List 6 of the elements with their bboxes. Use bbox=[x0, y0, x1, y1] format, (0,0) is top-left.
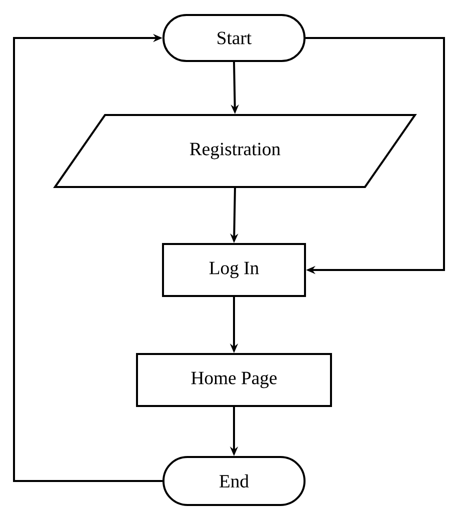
process-box: Home Page bbox=[136, 353, 332, 407]
arrow bbox=[306, 37, 445, 274]
terminator: End bbox=[162, 456, 306, 506]
process-box: Log In bbox=[162, 243, 306, 297]
arrow bbox=[13, 34, 162, 482]
terminator: Start bbox=[162, 14, 306, 62]
